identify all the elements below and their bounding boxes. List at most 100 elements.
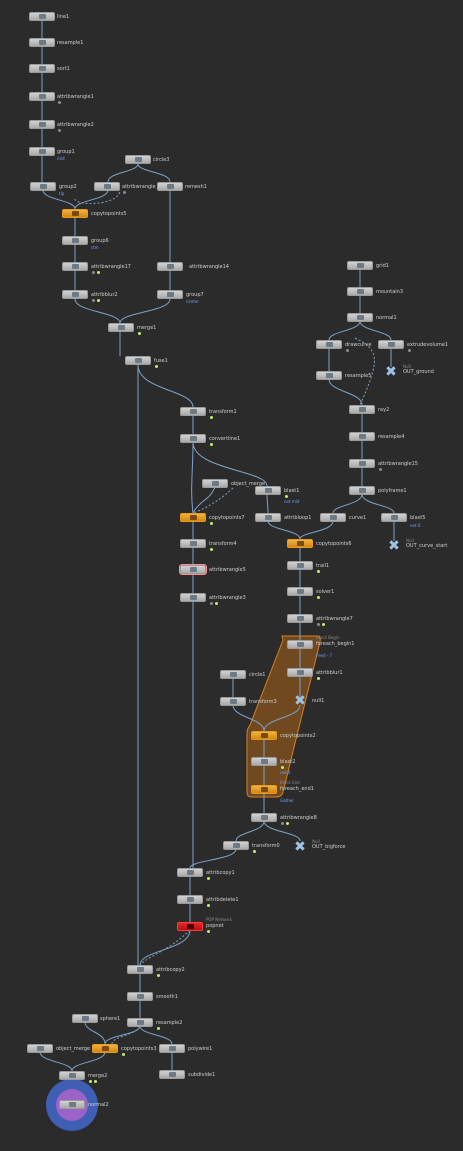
display-flag — [207, 930, 210, 933]
node-label: object_merge — [56, 1046, 91, 1052]
node-group7[interactable] — [157, 290, 183, 299]
node-foreach-begin1[interactable] — [287, 640, 313, 649]
node-popnet[interactable] — [177, 922, 203, 931]
node-copytopoints2[interactable] — [251, 731, 277, 740]
node-label: transform0 — [252, 843, 280, 849]
node-label: group1 — [57, 149, 75, 155]
wrangle-icon — [261, 815, 268, 820]
node-mountain3[interactable] — [347, 287, 373, 296]
node-attribwrangle2[interactable] — [29, 120, 55, 129]
null-icon[interactable]: ✖ — [294, 693, 306, 709]
node-group1[interactable] — [29, 147, 55, 156]
node-attribwrangle17[interactable] — [62, 262, 88, 271]
node-line1[interactable] — [29, 12, 55, 21]
node-attribwrangle7[interactable] — [287, 614, 313, 623]
node-attribblur2[interactable] — [62, 290, 88, 299]
node-attribwrangle1[interactable] — [29, 92, 55, 101]
node-resample1[interactable] — [29, 38, 55, 47]
node-label: blast1 — [284, 488, 300, 494]
node-resample4[interactable] — [349, 432, 375, 441]
polyframe-icon — [359, 488, 366, 493]
copy-icon — [190, 515, 197, 520]
blast-icon — [261, 759, 268, 764]
null-icon[interactable]: ✖ — [294, 839, 306, 855]
node-fuse1[interactable] — [125, 356, 151, 365]
node-merge1[interactable] — [108, 323, 134, 332]
node-attribwrangle3[interactable] — [180, 593, 206, 602]
node-blast2[interactable] — [251, 757, 277, 766]
node-subdivide1[interactable] — [159, 1070, 185, 1079]
node-type-note: Block End — [280, 780, 300, 785]
curve-icon — [330, 515, 337, 520]
resample-icon — [39, 40, 46, 45]
node-foreach-end1[interactable] — [251, 785, 277, 794]
node-attribwrangle[interactable] — [94, 182, 120, 191]
node-label: merge2 — [88, 1073, 108, 1079]
null-icon[interactable]: ✖ — [388, 538, 400, 554]
node-attribdelete1[interactable] — [177, 895, 203, 904]
node-blast1[interactable] — [255, 486, 281, 495]
node-smooth1[interactable] — [127, 992, 153, 1001]
node-transform0[interactable] — [223, 841, 249, 850]
node-circle3[interactable] — [125, 155, 151, 164]
foreach-begin-icon — [297, 642, 304, 647]
node-label: attribdelete1 — [206, 897, 239, 903]
node-transform4[interactable] — [180, 539, 206, 548]
node-label: resample5 — [345, 373, 372, 379]
node-remesh1[interactable] — [157, 182, 183, 191]
node-polyframe1[interactable] — [349, 486, 375, 495]
node-circle1[interactable] — [220, 670, 246, 679]
node-copytopoints5[interactable] — [62, 209, 88, 218]
node-sphere1[interactable] — [72, 1014, 98, 1023]
group-name: not mid — [284, 499, 300, 504]
node-object-merge[interactable] — [202, 479, 228, 488]
node-label: attribwrangle14 — [189, 264, 229, 270]
node-normal1[interactable] — [347, 313, 373, 322]
group-name: tip — [59, 191, 65, 196]
display-flag — [317, 570, 320, 573]
display-flag — [207, 904, 210, 907]
node-type-note: Null — [403, 364, 411, 369]
node-resample5[interactable] — [316, 371, 342, 380]
node-normal2[interactable] — [59, 1100, 85, 1109]
node-blast5[interactable] — [381, 513, 407, 522]
node-copytopoints7[interactable] — [180, 513, 206, 522]
node-object-merge2[interactable] — [27, 1044, 53, 1053]
node-polywire1[interactable] — [159, 1044, 185, 1053]
node-attribloop1[interactable] — [255, 513, 281, 522]
subdivide-icon — [169, 1072, 176, 1077]
node-label: null1 — [312, 698, 325, 704]
node-attribwrangle14[interactable] — [157, 262, 183, 271]
node-group2[interactable] — [30, 182, 56, 191]
blast-icon — [265, 488, 272, 493]
node-label: convertline1 — [209, 436, 241, 442]
node-convertline1[interactable] — [180, 434, 206, 443]
node-ray2[interactable] — [349, 405, 375, 414]
node-extrudevolume1[interactable] — [378, 340, 404, 349]
node-group6[interactable] — [62, 236, 88, 245]
node-copytopoints3[interactable] — [92, 1044, 118, 1053]
node-attribwrangle8[interactable] — [251, 813, 277, 822]
node-solver1[interactable] — [287, 587, 313, 596]
attribcopy-icon — [187, 870, 194, 875]
node-attribcopy2[interactable] — [127, 965, 153, 974]
node-sort1[interactable] — [29, 64, 55, 73]
node-attribwrangle5[interactable] — [179, 564, 207, 575]
transform-icon — [190, 409, 197, 414]
node-attribwrangle15[interactable] — [349, 459, 375, 468]
node-trail1[interactable] — [287, 561, 313, 570]
node-grid1[interactable] — [347, 261, 373, 270]
null-icon[interactable]: ✖ — [385, 364, 397, 380]
node-curve1[interactable] — [320, 513, 346, 522]
node-transform1[interactable] — [180, 407, 206, 416]
node-transform3[interactable] — [220, 697, 246, 706]
node-attribblur1[interactable] — [287, 668, 313, 677]
node-merge2[interactable] — [59, 1071, 85, 1080]
node-copytopoints6[interactable] — [287, 539, 313, 548]
node-resample2[interactable] — [127, 1018, 153, 1027]
node-attribcopy1[interactable] — [177, 868, 203, 877]
node-drawcurve[interactable] — [316, 340, 342, 349]
